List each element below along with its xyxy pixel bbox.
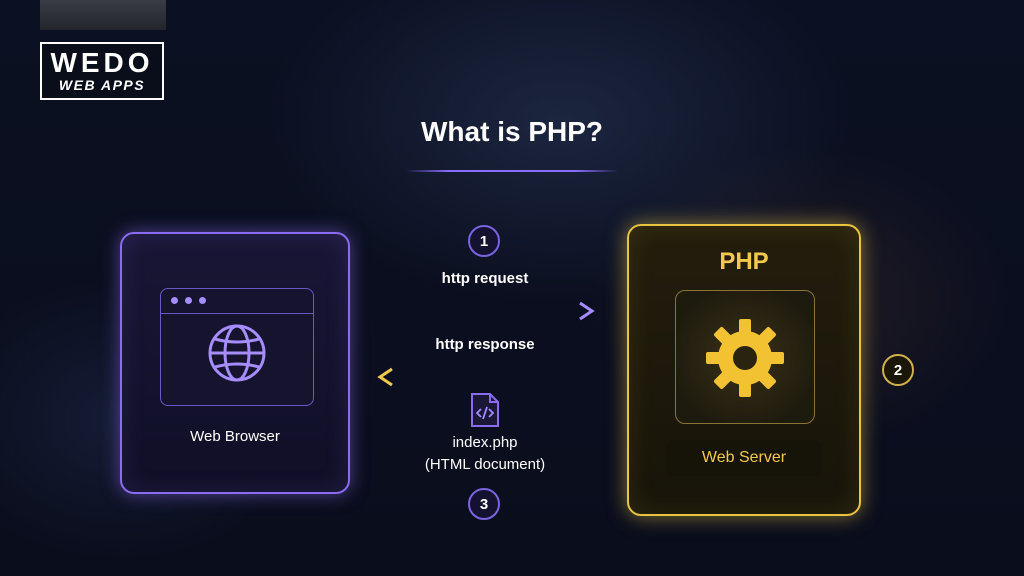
step-badge-1: 1 — [468, 225, 500, 257]
title-underline — [406, 170, 618, 172]
gear-icon — [706, 319, 784, 397]
browser-label: Web Browser — [190, 428, 280, 445]
browser-titlebar — [161, 289, 313, 314]
globe-icon — [208, 324, 266, 382]
server-label: Web Server — [667, 440, 821, 476]
step-badge-3: 3 — [468, 488, 500, 520]
gear-box — [675, 290, 815, 424]
window-dot — [185, 297, 192, 304]
request-arrow — [376, 301, 595, 321]
window-dot — [171, 297, 178, 304]
request-label: http request — [441, 270, 529, 287]
logo-line-2: WEB APPS — [58, 77, 146, 93]
window-dot — [199, 297, 206, 304]
browser-window-icon — [160, 288, 314, 406]
response-arrow — [377, 367, 596, 387]
logo: WEDO WEB APPS — [40, 42, 164, 100]
file-name: index.php — [452, 434, 518, 451]
php-label: PHP — [719, 248, 769, 275]
php-file-icon — [471, 393, 499, 427]
server-card: PHP Web Server — [627, 224, 861, 516]
file-type: (HTML document) — [424, 456, 546, 473]
response-label: http response — [435, 336, 535, 353]
logo-line-1: WEDO — [50, 47, 154, 78]
step-badge-2: 2 — [882, 354, 914, 386]
top-tab-decoration — [40, 0, 166, 30]
browser-card: Web Browser — [120, 232, 350, 494]
page-title: What is PHP? — [420, 116, 603, 147]
